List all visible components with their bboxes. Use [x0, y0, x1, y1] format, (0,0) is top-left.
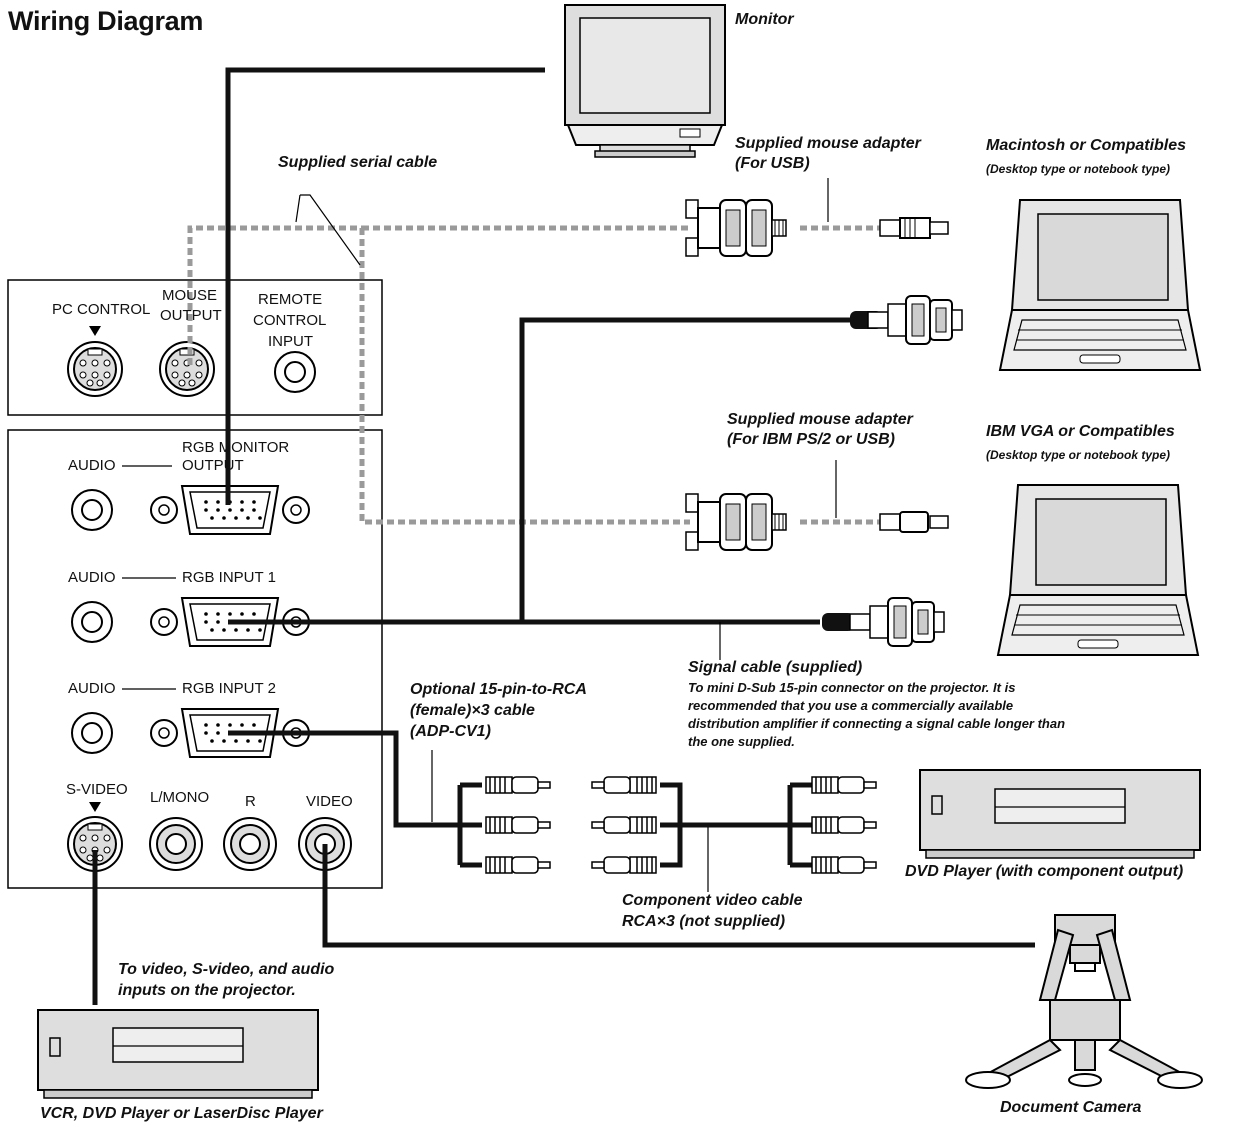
remote-label-1: REMOTE — [258, 291, 323, 308]
optional-cable-label-1: Optional 15-pin-to-RCA — [410, 681, 587, 698]
signal-cables — [92, 67, 1035, 1005]
rca-plug-a3 — [485, 856, 551, 874]
document-camera-label: Document Camera — [1000, 1099, 1142, 1116]
page-title: Wiring Diagram — [8, 6, 204, 36]
rca-plug-c2 — [811, 816, 877, 834]
dvd-player-label: DVD Player (with component output) — [905, 863, 1184, 880]
ps2-mouse-adapter — [685, 493, 787, 551]
rgb-monitor-label-2: OUTPUT — [182, 457, 244, 474]
usb-mouse-adapter — [685, 199, 787, 257]
rgb-monitor-label-1: RGB MONITOR — [182, 439, 290, 456]
mouse-output-label-2: OUTPUT — [160, 307, 222, 324]
document-camera-device — [965, 914, 1203, 1089]
mouse-usb-label-1: Supplied mouse adapter — [735, 135, 921, 152]
svideo-label: S-VIDEO — [66, 781, 128, 798]
vcr-device — [37, 1009, 319, 1099]
mac-sublabel: (Desktop type or notebook type) — [986, 162, 1171, 176]
audio-label-3: AUDIO — [68, 680, 116, 697]
dvd-player-device — [919, 769, 1201, 859]
ibm-laptop — [997, 484, 1199, 656]
remote-label-2: CONTROL — [253, 312, 327, 329]
video-inputs-label-1: To video, S-video, and audio — [118, 961, 335, 978]
pc-control-port[interactable] — [67, 341, 123, 397]
video-label: VIDEO — [306, 793, 353, 810]
video-inputs-label-2: inputs on the projector. — [118, 982, 296, 999]
mouse-output-port[interactable] — [159, 341, 215, 397]
macintosh-laptop — [999, 199, 1201, 371]
audio-l-mono-port[interactable] — [149, 817, 203, 871]
rgb-input-2-label: RGB INPUT 2 — [182, 680, 276, 697]
pc-control-arrow — [89, 326, 101, 336]
component-cable-label-1: Component video cable — [622, 892, 803, 909]
rca-plug-c1 — [811, 776, 877, 794]
rear-panel — [7, 429, 383, 889]
serial-cable — [187, 225, 882, 525]
usb-mouse-plug — [879, 217, 949, 239]
ps2-mouse-plug — [879, 511, 949, 533]
rgb-input-1-label: RGB INPUT 1 — [182, 569, 276, 586]
leader-lines — [295, 178, 837, 892]
l-mono-label: L/MONO — [150, 789, 210, 806]
serial-cable-label: Supplied serial cable — [278, 154, 438, 171]
mouse-output-label-1: MOUSE — [162, 287, 218, 304]
ibm-sublabel: (Desktop type or notebook type) — [986, 448, 1171, 462]
audio-label-1: AUDIO — [68, 457, 116, 474]
r-label: R — [245, 793, 256, 810]
ferrite-core-2 — [822, 613, 854, 631]
rca-plug-c3 — [811, 856, 877, 874]
mouse-usb-label-2: (For USB) — [735, 155, 810, 172]
optional-cable-label-2: (female)×3 cable — [410, 702, 535, 719]
svideo-arrow — [89, 802, 101, 812]
remote-label-3: INPUT — [268, 333, 313, 350]
rca-plug-a2 — [485, 816, 551, 834]
mac-label: Macintosh or Compatibles — [986, 137, 1187, 154]
rca-plug-b2 — [591, 816, 657, 834]
ibm-label: IBM VGA or Compatibles — [986, 423, 1175, 440]
audio-label-2: AUDIO — [68, 569, 116, 586]
signal-cable-note: To mini D-Sub 15-pin connector on the pr… — [688, 680, 1066, 749]
top-panel — [7, 279, 383, 416]
signal-cable-label: Signal cable (supplied) — [688, 659, 863, 676]
monitor-label: Monitor — [735, 11, 794, 28]
mouse-ps2-label-1: Supplied mouse adapter — [727, 411, 913, 428]
rca-plug-b3 — [591, 856, 657, 874]
pc-control-label: PC CONTROL — [52, 301, 151, 318]
ibm-dsub-connector — [849, 597, 945, 647]
audio-r-port[interactable] — [223, 817, 277, 871]
optional-cable-label-3: (ADP-CV1) — [410, 723, 491, 740]
rca-plug-b1 — [591, 776, 657, 794]
vcr-label: VCR, DVD Player or LaserDisc Player — [40, 1105, 323, 1122]
monitor-device — [564, 4, 726, 158]
rca-plug-a1 — [485, 776, 551, 794]
component-cable-label-2: RCA×3 (not supplied) — [622, 913, 786, 930]
mouse-ps2-label-2: (For IBM PS/2 or USB) — [727, 431, 896, 448]
mac-dsub-connector — [867, 295, 963, 345]
